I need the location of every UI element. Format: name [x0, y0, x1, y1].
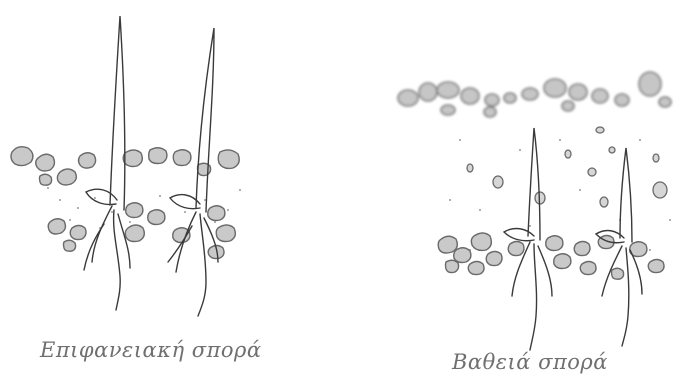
shallow-sowing-illustration	[11, 16, 241, 316]
surface-stones-blurred	[398, 72, 671, 117]
seedling-right-1	[504, 128, 552, 350]
deep-sowing-illustration	[398, 72, 671, 350]
subsoil-stones-deep	[438, 233, 664, 279]
shallow-sowing-caption: Επιφανειακή σπορά	[40, 338, 262, 362]
subsoil-stones	[48, 203, 235, 259]
deep-sowing-caption: Βαθειά σπορά	[452, 350, 608, 374]
scattered-pebbles	[467, 127, 667, 207]
